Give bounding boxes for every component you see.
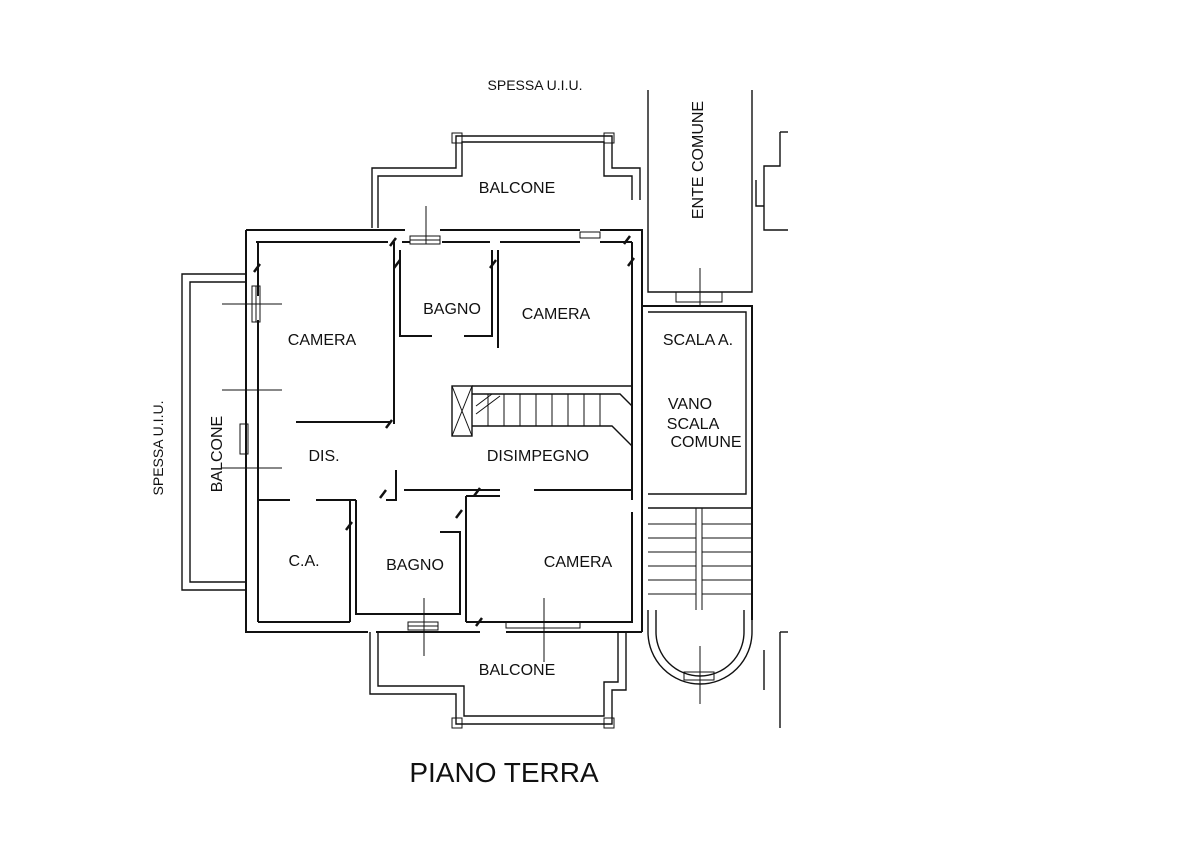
balcony-bottom — [369, 632, 627, 729]
label-ente-comune: ENTE COMUNE — [690, 101, 707, 219]
internal-staircase — [451, 385, 633, 447]
room-label-camera-ne: CAMERA — [522, 306, 591, 323]
label-scala-a: SCALA A. — [663, 332, 733, 349]
interior-walls — [258, 242, 632, 622]
stair-treads — [648, 523, 752, 595]
floor-title: PIANO TERRA — [409, 757, 599, 788]
door-ticks — [253, 235, 635, 627]
section-lines — [222, 303, 545, 662]
room-label-balcone-top: BALCONE — [479, 180, 555, 197]
room-label-bagno-top: BAGNO — [423, 301, 481, 318]
label-vano-line1: VANO — [668, 396, 712, 413]
common-stair-hall — [642, 305, 753, 704]
balcony-left — [181, 273, 246, 591]
label-vano-line2: SCALA — [667, 416, 720, 433]
room-label-disimpegno: DISIMPEGNO — [487, 448, 589, 465]
room-label-camera-se: CAMERA — [544, 554, 613, 571]
balcony-top — [371, 132, 641, 244]
adjacent-building — [755, 131, 788, 728]
room-label-balcone-bottom: BALCONE — [479, 662, 555, 679]
room-label-camera-nw: CAMERA — [288, 332, 357, 349]
label-vano-line3: COMUNE — [670, 434, 741, 451]
exterior-walls — [245, 229, 643, 633]
room-label-balcone-left: BALCONE — [209, 416, 226, 492]
boundary-label-top: SPESSA U.I.U. — [488, 77, 583, 93]
room-label-ca: C.A. — [288, 553, 319, 570]
room-label-dis: DIS. — [308, 448, 339, 465]
windows — [239, 231, 601, 631]
common-corridor — [647, 90, 753, 306]
room-label-bagno-bottom: BAGNO — [386, 557, 444, 574]
boundary-label-left: SPESSA U.I.U. — [150, 401, 166, 496]
